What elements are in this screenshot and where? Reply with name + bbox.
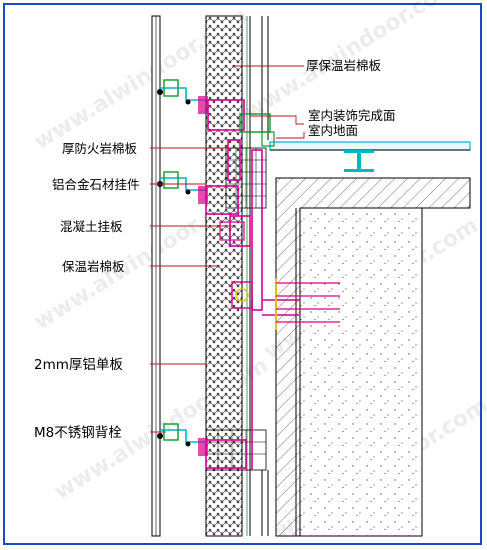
callout-labels: 厚保温岩棉板 室内装饰完成面 室内地面 厚防火岩棉板 铝合金石材挂件 混凝土挂板… — [34, 58, 396, 441]
label-aluminum-panel-2mm: 2mm厚铝单板 — [34, 357, 123, 373]
fireproof-grid — [226, 148, 266, 208]
wall-lines — [241, 16, 269, 536]
label-indoor-floor: 室内地面 — [308, 123, 358, 138]
outer-cladding — [151, 15, 161, 537]
leader-lines — [150, 65, 305, 433]
label-thick-insulation-rock-wool: 厚保温岩棉板 — [306, 58, 382, 73]
label-fireproof-rock-wool: 厚防火岩棉板 — [62, 141, 138, 156]
label-concrete-hanging-board: 混凝土挂板 — [60, 219, 123, 234]
embedded-anchor — [219, 221, 340, 330]
label-aluminum-stone-hanger: 铝合金石材挂件 — [52, 177, 140, 192]
bolts — [157, 89, 191, 447]
concrete-slab — [275, 177, 471, 537]
rock-wool-layer — [205, 15, 243, 537]
label-indoor-finish-surface: 室内装饰完成面 — [308, 108, 396, 123]
label-m8-stainless-bolt: M8不锈钢背栓 — [34, 425, 122, 441]
steel-members — [205, 99, 300, 470]
label-insulation-rock-wool: 保温岩棉板 — [62, 259, 125, 274]
floor-slab — [269, 141, 471, 172]
